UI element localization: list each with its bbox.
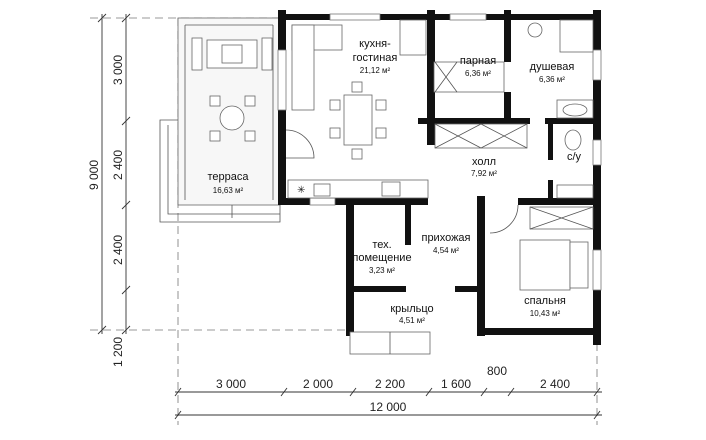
room-tech-label-2: помещение — [352, 252, 411, 264]
room-shower-area: 6,36 м² — [539, 75, 565, 84]
dim-bottom-1: 3 000 — [216, 377, 246, 391]
dim-bottom-6: 2 400 — [540, 377, 570, 391]
room-wc-label: с/у — [567, 151, 582, 163]
room-hall-area: 7,92 м² — [471, 169, 497, 178]
windows — [277, 13, 602, 291]
dim-left-4: 1 200 — [111, 337, 125, 367]
axis-lines — [90, 17, 600, 425]
room-kitchen-label-2: гостиная — [353, 52, 398, 64]
dim-bottom-5: 800 — [487, 364, 507, 378]
room-shower-label: душевая — [530, 61, 575, 73]
dim-bottom-2: 2 000 — [303, 377, 333, 391]
left-dimensions: 3 000 2 400 2 400 1 200 9 000 — [87, 13, 131, 367]
room-kitchen-label: кухня- — [359, 38, 391, 50]
room-sauna-label: парная — [460, 55, 496, 67]
dim-left-1: 3 000 — [111, 55, 125, 85]
dim-total-height: 9 000 — [87, 160, 101, 190]
dim-left-3: 2 400 — [111, 235, 125, 265]
bottom-dimensions: 3 000 2 000 2 200 1 600 800 2 400 12 000 — [174, 364, 602, 420]
room-entry-area: 4,54 м² — [433, 246, 459, 255]
dim-left-2: 2 400 — [111, 150, 125, 180]
room-porch-area: 4,51 м² — [399, 316, 425, 325]
room-entry-label: прихожая — [421, 232, 470, 244]
room-bedroom-label: спальня — [524, 295, 566, 307]
dim-bottom-4: 1 600 — [441, 377, 471, 391]
dim-total-width: 12 000 — [370, 400, 407, 414]
room-kitchen-area: 21,12 м² — [360, 66, 391, 75]
room-tech-area: 3,23 м² — [369, 266, 395, 275]
svg-text:✳: ✳ — [297, 185, 305, 196]
room-bedroom-area: 10,43 м² — [530, 309, 561, 318]
room-terrace-area: 16,63 м² — [213, 186, 244, 195]
room-tech-label: тех. — [372, 239, 391, 251]
furniture: ✳ — [285, 19, 594, 355]
terrace — [159, 17, 281, 223]
room-porch-label: крыльцо — [390, 303, 433, 315]
dim-bottom-3: 2 200 — [375, 377, 405, 391]
room-terrace-label: терраса — [207, 171, 249, 183]
room-hall-label: холл — [472, 156, 496, 168]
room-sauna-area: 6,36 м² — [465, 69, 491, 78]
room-labels: кухня- гостиная 21,12 м² парная 6,36 м² … — [207, 38, 581, 325]
